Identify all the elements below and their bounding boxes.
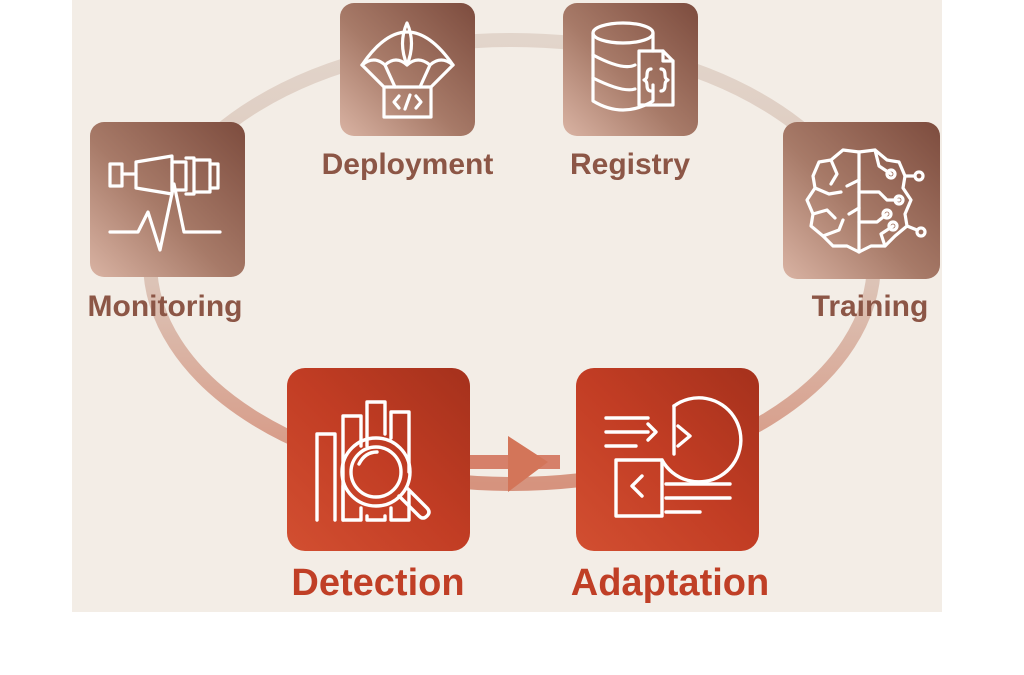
magnifier-bars-icon <box>315 400 431 522</box>
code-swap-icon <box>604 396 743 518</box>
training-node[interactable] <box>783 122 940 279</box>
training-label: Training <box>811 290 929 323</box>
parachute-code-icon <box>360 21 455 119</box>
deployment-label: Deployment <box>321 148 494 181</box>
monitoring-node[interactable] <box>90 122 245 277</box>
registry-label: Registry <box>569 148 691 181</box>
deployment-node[interactable] <box>340 3 475 136</box>
detection-label: Detection <box>291 562 465 604</box>
adaptation-node[interactable] <box>576 368 759 551</box>
monitoring-label: Monitoring <box>87 290 243 323</box>
database-document-icon <box>591 21 675 112</box>
telescope-pulse-icon <box>108 154 222 252</box>
arrowhead-icon <box>508 436 548 492</box>
detection-node[interactable] <box>287 368 470 551</box>
registry-node[interactable] <box>563 3 698 136</box>
adaptation-label: Adaptation <box>570 562 770 604</box>
cycle-loop <box>143 33 881 491</box>
brain-circuit-icon <box>805 148 927 254</box>
diagram-background <box>72 0 942 612</box>
